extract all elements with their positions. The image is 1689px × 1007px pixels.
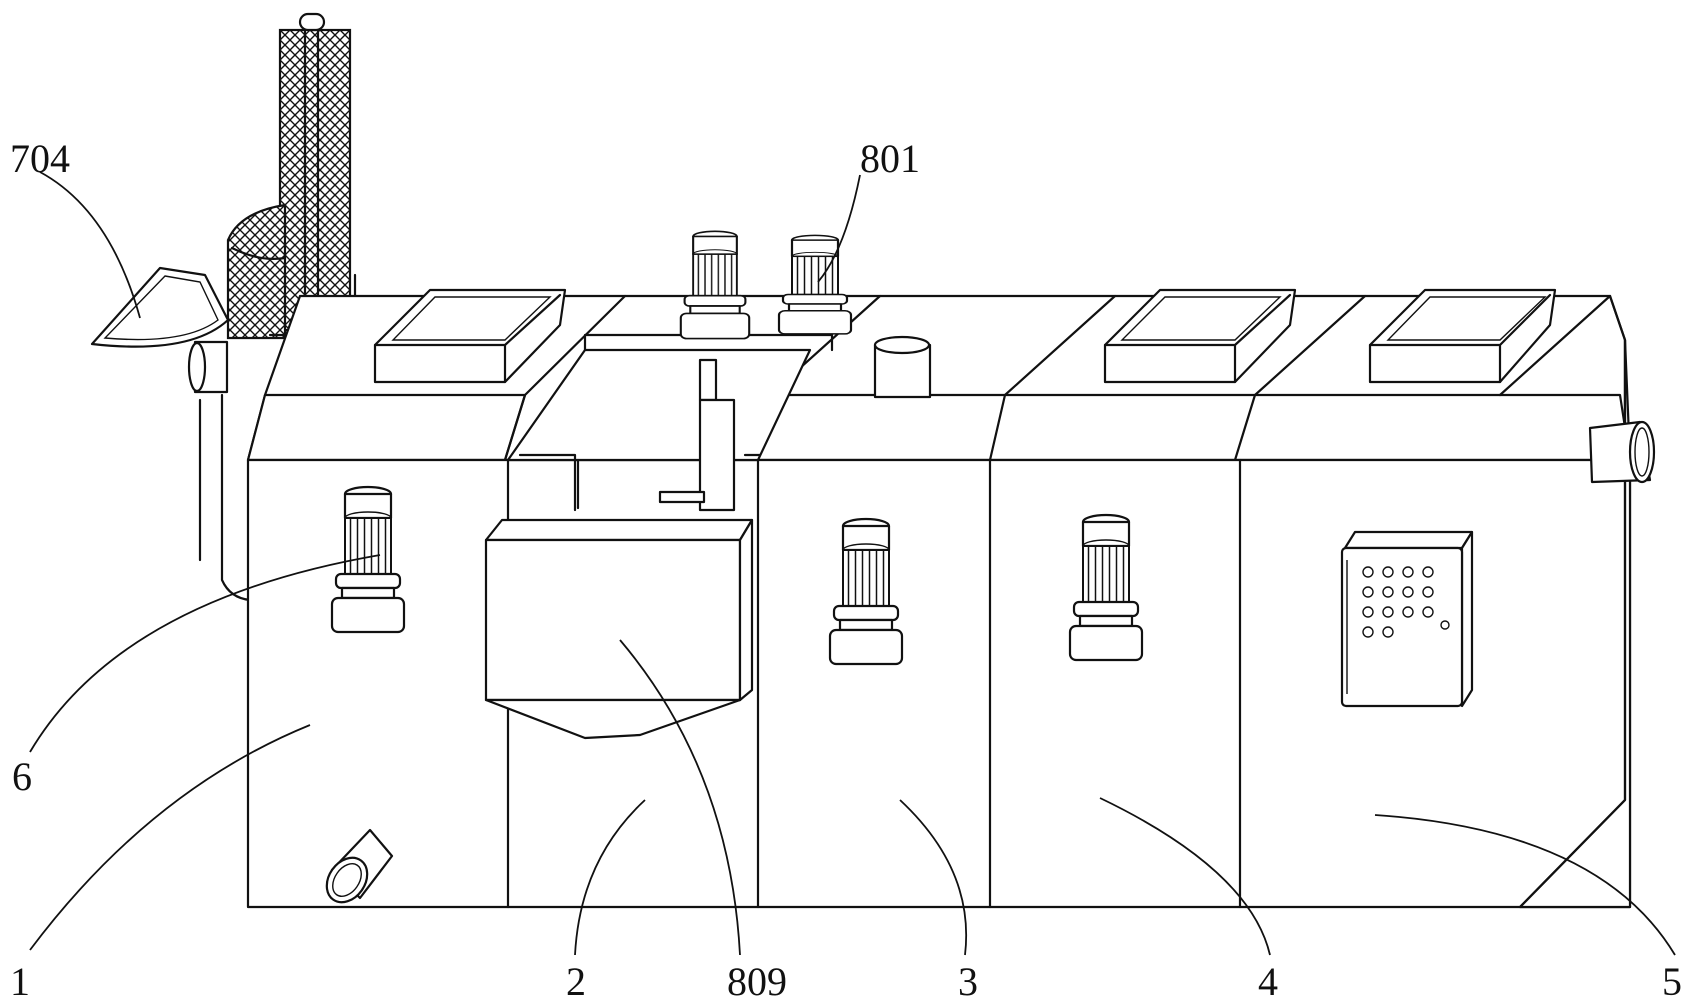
label-4: 4: [1258, 959, 1278, 1004]
motor-801: [777, 234, 853, 336]
left-side-pipe: [187, 340, 252, 602]
inlet-pipe-bottom-left: [325, 828, 394, 904]
label-801: 801: [860, 136, 920, 181]
screen-basket: [90, 12, 357, 348]
feed-hoppers: [373, 288, 1557, 399]
label-6: 6: [12, 754, 32, 799]
control-cabinet: [1340, 530, 1474, 708]
label-2: 2: [566, 959, 586, 1004]
label-3: 3: [958, 959, 978, 1004]
label-1: 1: [10, 959, 30, 1004]
label-704: 704: [10, 136, 70, 181]
outlet-pipe-right: [1588, 420, 1656, 484]
label-5: 5: [1662, 959, 1682, 1004]
label-809: 809: [727, 959, 787, 1004]
leader-lines: [29, 171, 1676, 956]
central-opening: [506, 333, 834, 512]
motor-top-left: [679, 230, 751, 340]
settling-box-809: [484, 518, 754, 740]
